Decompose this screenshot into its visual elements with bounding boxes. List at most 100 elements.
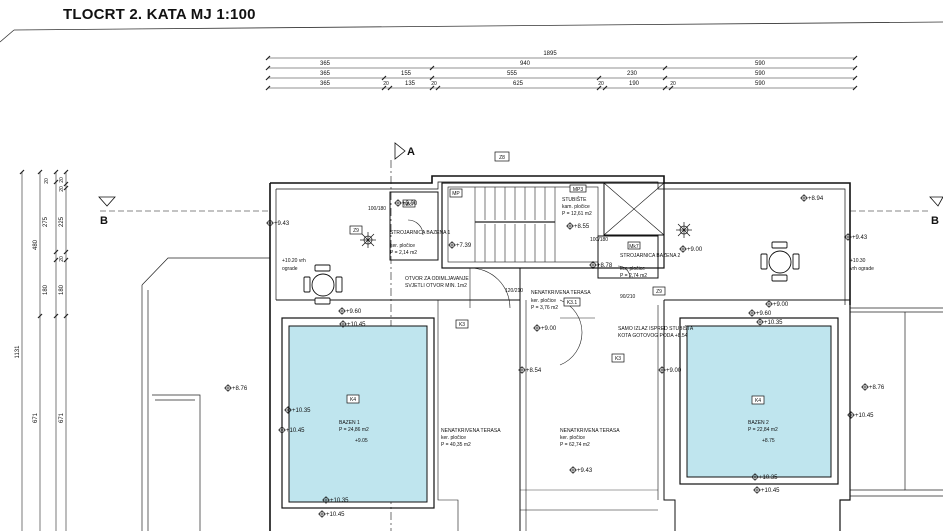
level-label: +10.45	[855, 413, 874, 419]
room-terasa-mala-finish: ker. pločice	[531, 298, 556, 304]
level-marker: +9.00	[765, 300, 789, 308]
level-label: +8.55	[574, 224, 590, 230]
level-label: +9.00	[666, 368, 682, 374]
level-marker: +10.45	[278, 426, 305, 434]
opening-3: 90/210	[620, 294, 636, 300]
level-markers: +9.00+9.43+7.39+8.55+9.00+8.78+8.94+9.43…	[224, 194, 885, 518]
room-stroj1-area: P = 2,14 m2	[390, 250, 417, 256]
level-marker: +8.54	[518, 366, 542, 374]
room-bazen2-name: BAZEN 2	[748, 420, 769, 426]
note-ograda-r-1: +10.30	[850, 258, 866, 264]
dim-r2-c: 555	[507, 71, 518, 77]
room-terasa-mala-area: P = 3,76 m2	[531, 305, 558, 311]
sun-icon	[360, 232, 376, 248]
level-marker: +10.35	[751, 473, 778, 481]
drawing-title: TLOCRT 2. KATA MJ 1:100	[63, 6, 256, 23]
level-marker: +8.76	[224, 384, 248, 392]
level-label: +9.60	[756, 311, 772, 317]
level-label: +8.76	[232, 386, 248, 392]
opening-1: 100/180	[368, 206, 386, 212]
note-ograda-r-2: vrh ograde	[850, 266, 874, 272]
tag-z8: Z8	[499, 155, 505, 161]
dim-r2-b: 155	[401, 71, 412, 77]
room-stubiste-area: P = 12,61 m2	[562, 211, 592, 217]
level-label: +9.00	[541, 326, 557, 332]
room-bazen2-area: P = 22,84 m2	[748, 427, 778, 433]
table-chairs-icon	[760, 241, 800, 282]
note-ograda-l-2: ograde	[282, 266, 298, 272]
level-marker: +8.55	[566, 222, 590, 230]
dim-r2-a: 365	[320, 71, 331, 77]
dim-r3-e: 625	[513, 81, 524, 87]
opening-2: 120/210	[505, 288, 523, 294]
tag-k3a: K3	[459, 322, 465, 328]
level-marker: +9.43	[844, 233, 868, 241]
room-stroj2-name: STROJARNICA BAZENA 2	[620, 253, 681, 259]
room-bazen2-level: +8.75	[762, 438, 775, 444]
dim-r1-c: 590	[755, 61, 766, 67]
section-label-b-left: B	[100, 215, 108, 227]
level-marker: +10.45	[318, 510, 345, 518]
level-marker: +10.45	[753, 486, 780, 494]
level-label: +10.45	[761, 488, 780, 494]
room-terasa-lijevo-name: NENATKRIVENA TERASA	[441, 428, 501, 434]
room-bazen1-name: BAZEN 1	[339, 420, 360, 426]
level-label: +9.43	[274, 221, 290, 227]
level-label: +10.35	[759, 475, 778, 481]
room-terasa-desno-finish: ker. pločice	[560, 435, 585, 441]
level-label: +8.94	[808, 196, 824, 202]
staircase	[474, 187, 556, 262]
level-marker: +8.94	[800, 194, 824, 202]
dim-left-e: 671	[33, 412, 39, 423]
section-label-b-right: B	[931, 215, 939, 227]
dim-left-c: 180	[43, 284, 49, 295]
dim-r2-d: 230	[627, 71, 638, 77]
dim-r3-c: 135	[405, 81, 416, 87]
room-stroj1-name: STROJARNICA BAZENA 1	[390, 230, 451, 236]
dim-left-s3: 20	[59, 186, 65, 192]
dim-r3-d: 20	[431, 81, 437, 87]
section-mark-b-left	[98, 196, 270, 212]
dim-left-group: 480	[33, 239, 39, 250]
level-label: +8.76	[869, 385, 885, 391]
room-terasa-desno-name: NENATKRIVENA TERASA	[560, 428, 620, 434]
table-chairs-icon	[303, 264, 343, 305]
note-otvor-1: OTVOR ZA ODIMLJAVANJE	[405, 276, 469, 282]
dimension-chain-top	[265, 55, 858, 91]
dim-r3-i: 590	[755, 81, 766, 87]
level-label: +9.43	[577, 468, 593, 474]
tag-z9b: Z9	[656, 289, 662, 295]
dim-r1-b: 940	[520, 61, 531, 67]
level-label: +9.00	[773, 302, 789, 308]
dim-r2-e: 590	[755, 71, 766, 77]
level-label: +10.45	[286, 428, 305, 434]
section-label-a: A	[407, 146, 415, 158]
sun-icon	[676, 222, 692, 238]
level-marker: +9.43	[569, 466, 593, 474]
tag-mp: MP	[452, 191, 460, 197]
level-marker: +9.60	[748, 309, 772, 317]
level-label: +8.78	[597, 263, 613, 269]
dim-r3-b: 20	[383, 81, 389, 87]
tag-mk7-b: Mk7	[629, 244, 639, 250]
level-marker: +10.35	[284, 406, 311, 414]
tag-mp3: MP3	[573, 187, 584, 193]
adjacent-building-right	[850, 307, 943, 497]
dim-r3-f: 20	[598, 81, 604, 87]
dim-left-total: 1131	[15, 345, 21, 359]
level-marker: +8.76	[861, 383, 885, 391]
note-ograda-l-1: +10.20 vrh	[282, 258, 306, 264]
room-stroj2-area: P = 2,74 m2	[620, 273, 647, 279]
section-mark-b-right	[850, 196, 943, 212]
level-marker: +9.00	[394, 199, 418, 207]
adjacent-building-left	[141, 257, 271, 531]
room-terasa-lijevo-finish: ker. pločice	[441, 435, 466, 441]
tag-k3b: K3	[615, 356, 621, 362]
dim-left-s4: 20	[59, 256, 65, 262]
level-marker: +9.00	[533, 324, 557, 332]
room-stubiste-name: STUBIŠTE	[562, 196, 587, 203]
level-label: +9.00	[687, 247, 703, 253]
level-marker: +9.43	[266, 219, 290, 227]
room-terasa-lijevo-area: P = 40,35 m2	[441, 442, 471, 448]
